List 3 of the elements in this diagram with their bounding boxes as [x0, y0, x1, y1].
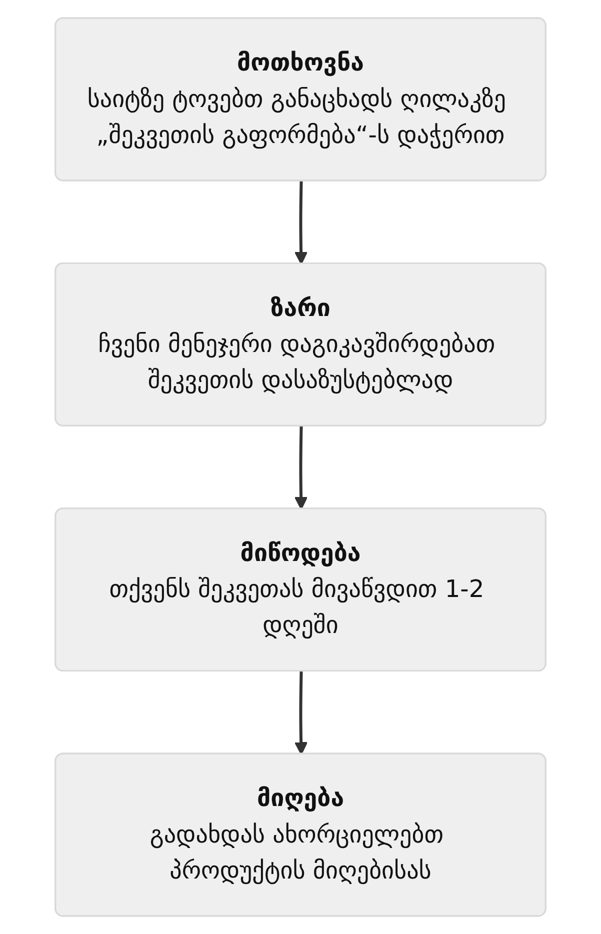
arrow — [294, 672, 308, 755]
arrow — [294, 426, 308, 510]
arrow — [294, 181, 308, 265]
